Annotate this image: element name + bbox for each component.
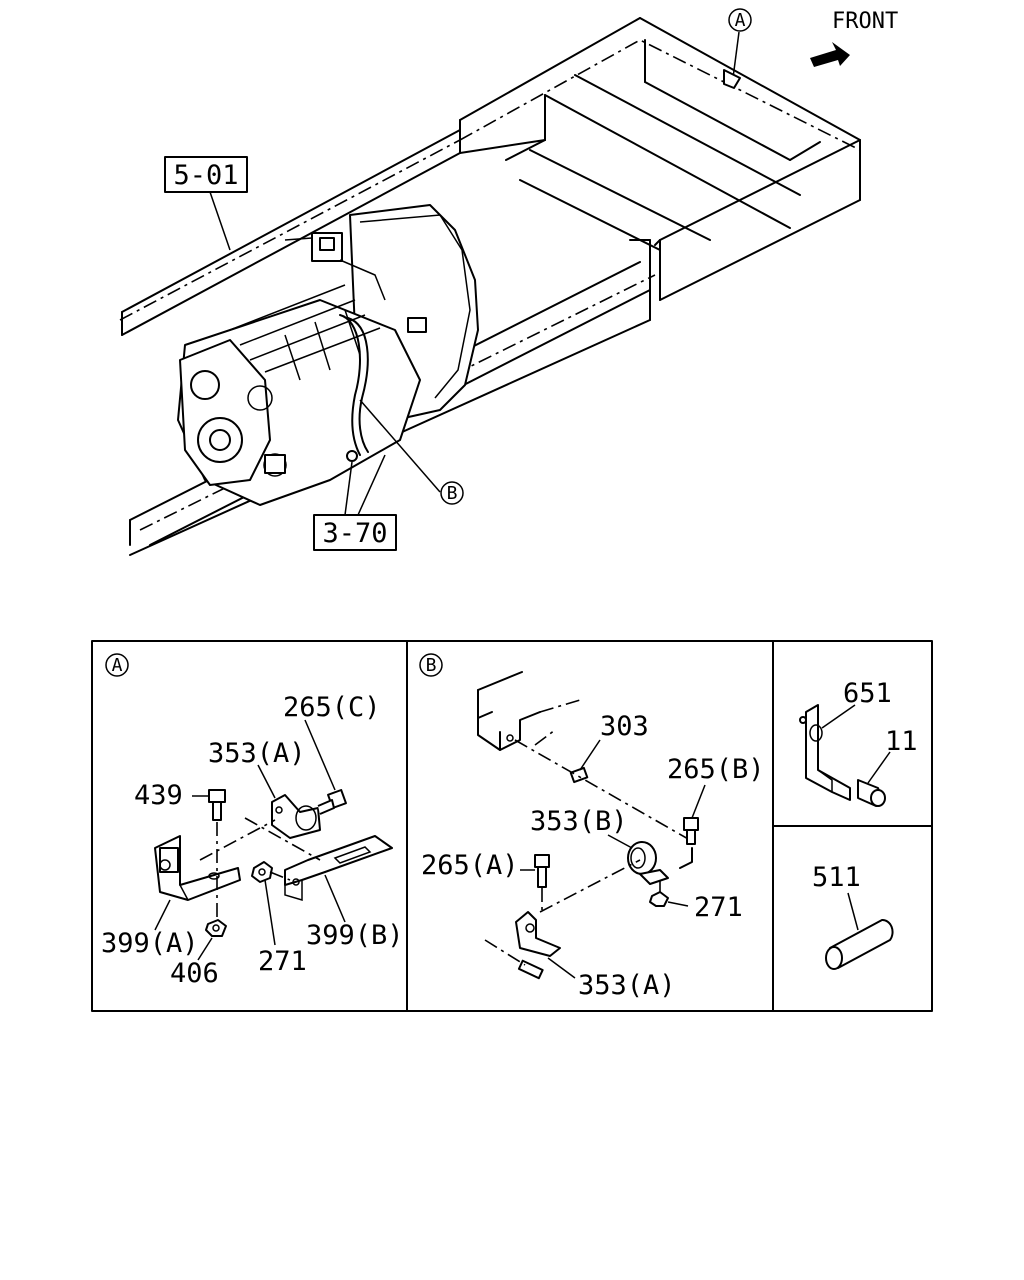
detail-panels — [91, 640, 933, 1012]
svg-text:A: A — [735, 10, 746, 31]
bracket-399b — [284, 835, 393, 902]
bolt-11 — [857, 779, 886, 807]
detail-a-title: A — [105, 653, 129, 677]
detail-b-panel: B — [419, 653, 765, 1001]
detail-a-panel: A — [101, 653, 404, 989]
leader-5-01 — [209, 191, 231, 251]
svg-text:B: B — [426, 655, 437, 676]
nut-406 — [205, 919, 227, 937]
label-353b: 353(B) — [530, 806, 628, 837]
leader-3-70-a — [344, 461, 353, 516]
clip-353b — [627, 841, 669, 885]
bolt-265c — [317, 789, 347, 815]
clip-353a-b — [515, 911, 561, 957]
label-406: 406 — [170, 958, 219, 989]
label-265c: 265(C) — [283, 692, 381, 723]
pin-lower — [517, 959, 544, 980]
bracket-399a — [154, 835, 241, 901]
label-353a: 353(A) — [208, 738, 306, 769]
label-439: 439 — [134, 780, 183, 811]
front-label: FRONT — [832, 9, 898, 34]
svg-text:B: B — [447, 483, 458, 504]
label-399b: 399(B) — [306, 920, 404, 951]
clip-marker-a — [723, 69, 741, 89]
main-view: FRONT — [119, 8, 898, 556]
frame-stub — [477, 671, 581, 751]
detail-c-panel: 651 11 — [799, 678, 918, 807]
nut-271-b — [649, 891, 669, 907]
svg-text:5-01: 5-01 — [173, 160, 238, 191]
label-399a: 399(A) — [101, 928, 199, 959]
ref-box-3-70[interactable]: 3-70 — [313, 514, 397, 551]
label-271-b: 271 — [694, 892, 743, 923]
leader-3-70-b — [357, 454, 386, 516]
label-265a: 265(A) — [421, 850, 519, 881]
bracket-651 — [799, 704, 851, 801]
callout-a: A — [728, 8, 752, 32]
leader-b — [359, 399, 441, 493]
label-511: 511 — [812, 862, 861, 893]
bolt-439 — [208, 789, 226, 821]
detail-b-title: B — [419, 653, 443, 677]
bolt-265a — [534, 854, 550, 888]
label-265b: 265(B) — [667, 754, 765, 785]
svg-text:3-70: 3-70 — [322, 518, 387, 549]
callout-b: B — [440, 481, 464, 505]
bolt-265b — [683, 817, 699, 845]
tube-511 — [825, 919, 894, 970]
label-353a-b: 353(A) — [578, 970, 676, 1001]
ref-box-5-01[interactable]: 5-01 — [164, 156, 248, 193]
front-arrow-icon — [810, 42, 850, 67]
clip-353a-a — [271, 794, 321, 839]
svg-text:A: A — [112, 655, 123, 676]
nut-271-a — [251, 861, 273, 883]
label-271-a: 271 — [258, 946, 307, 977]
label-303: 303 — [600, 711, 649, 742]
label-651: 651 — [843, 678, 892, 709]
transmission-assembly — [177, 204, 479, 506]
leader-a — [732, 31, 740, 79]
detail-d-panel: 511 — [812, 862, 894, 970]
label-11: 11 — [885, 726, 918, 757]
pin-303 — [569, 766, 589, 784]
